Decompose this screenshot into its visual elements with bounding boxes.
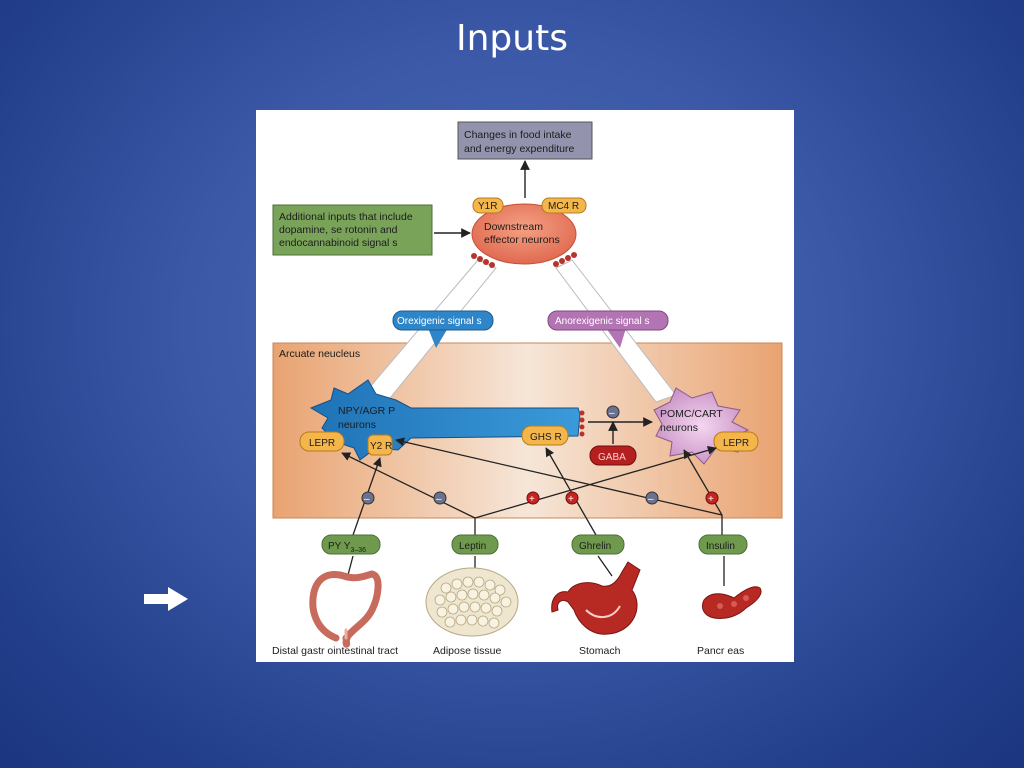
y2r-receptor	[367, 434, 393, 456]
leptin-activation-sign: +	[526, 491, 540, 505]
insulin-to-npy-arrow	[395, 437, 723, 516]
pomc-neuron-line-2: neurons	[660, 422, 698, 434]
stomach-to-ghrelin	[597, 555, 613, 577]
downstream-label-line-2: effector neurons	[484, 234, 560, 246]
insulin-pill	[698, 534, 748, 555]
gaba-pill	[589, 445, 637, 466]
y1r-label: Y1R	[478, 201, 497, 212]
orexigenic-pointer	[428, 328, 448, 348]
insulin-label: Insulin	[706, 541, 735, 552]
ghrelin-pill	[571, 534, 625, 555]
slide-title: Inputs	[456, 18, 568, 59]
svg-text:+: +	[529, 494, 535, 505]
additional-inputs-box	[272, 204, 433, 256]
leptin-to-lepr-right-arrow	[474, 445, 717, 519]
gut-icon	[309, 570, 382, 648]
output-box-line-1: Changes in food intake	[464, 129, 572, 141]
svg-text:+: +	[708, 494, 714, 505]
npy-neuron-line-2: neurons	[338, 419, 376, 431]
leptin-pill	[451, 534, 499, 555]
orexigenic-signals-pill	[392, 310, 494, 331]
additional-inputs-line-1: Additional inputs that include	[279, 211, 413, 223]
anorexigenic-pointer	[606, 328, 626, 348]
right-arrow-icon	[144, 587, 188, 611]
orexigenic-synapse	[471, 253, 495, 268]
hypothalamic-feeding-diagram: Arcuate neucleus Changes in food intake …	[256, 110, 794, 662]
adipose-tissue-icon	[425, 567, 519, 637]
gaba-inhibition-minus: –	[609, 408, 615, 419]
lepr-left-receptor	[299, 431, 345, 452]
svg-text:+: +	[568, 494, 574, 505]
adipose-label: Adipose tissue	[433, 645, 501, 657]
leptin-to-lepr-left-arrow	[341, 452, 476, 519]
output-box	[457, 121, 593, 160]
lepr-left-label: LEPR	[309, 438, 335, 449]
pyy-inhibition-sign: –	[361, 491, 375, 505]
insulin-inhibition-sign: –	[645, 491, 659, 505]
gaba-label: GABA	[598, 452, 626, 463]
downstream-label-line-1: Downstream	[484, 221, 543, 233]
ghrelin-label: Ghrelin	[579, 541, 611, 552]
leptin-label: Leptin	[459, 541, 486, 552]
anorexigenic-synapse	[553, 252, 577, 267]
output-box-line-2: and energy expenditure	[464, 143, 574, 155]
ghrelin-to-ghsr-arrow	[545, 447, 597, 536]
ghsr-label: GHS R	[530, 432, 562, 443]
y1r-receptor	[472, 197, 504, 214]
pyy-pill	[321, 534, 381, 555]
mc4r-label: MC4 R	[548, 201, 579, 212]
orexigenic-signals-label: Orexigenic signal s	[397, 316, 481, 327]
svg-text:–: –	[364, 494, 370, 505]
npy-terminal-synapse	[579, 410, 585, 437]
pancreas-label: Pancr eas	[697, 645, 744, 657]
stomach-icon	[551, 561, 641, 635]
y2r-label: Y2 R	[370, 441, 392, 452]
lepr-right-receptor	[713, 431, 759, 452]
anorexigenic-signals-label: Anorexigenic signal s	[555, 316, 650, 327]
leptin-inhibition-sign: –	[433, 491, 447, 505]
insulin-activation-sign: +	[705, 491, 719, 505]
svg-text:–: –	[648, 494, 654, 505]
pomc-neuron-line-1: POMC/CART	[660, 408, 723, 420]
gut-label: Distal gastr ointestinal tract	[272, 645, 398, 657]
svg-text:–: –	[436, 494, 442, 505]
arcuate-nucleus-label: Arcuate neucleus	[279, 348, 360, 360]
additional-inputs-line-3: endocannabinoid signal s	[279, 237, 398, 249]
ghsr-receptor	[521, 425, 569, 446]
mc4r-receptor	[541, 197, 587, 214]
lepr-right-label: LEPR	[723, 438, 749, 449]
gaba-inhibition-sign	[606, 405, 620, 419]
downstream-effector-neurons	[471, 203, 577, 265]
gut-to-pyy	[347, 555, 354, 576]
pyy-label: PY Y3–36	[328, 541, 366, 554]
anorexigenic-signals-pill	[547, 310, 669, 331]
pancreas-icon	[701, 586, 762, 619]
ghrelin-activation-sign: +	[565, 491, 579, 505]
npy-neuron-line-1: NPY/AGR P	[338, 405, 395, 417]
insulin-to-pomc-arrow	[683, 449, 723, 516]
stomach-label: Stomach	[579, 645, 621, 657]
additional-inputs-line-2: dopamine, se rotonin and	[279, 224, 398, 236]
